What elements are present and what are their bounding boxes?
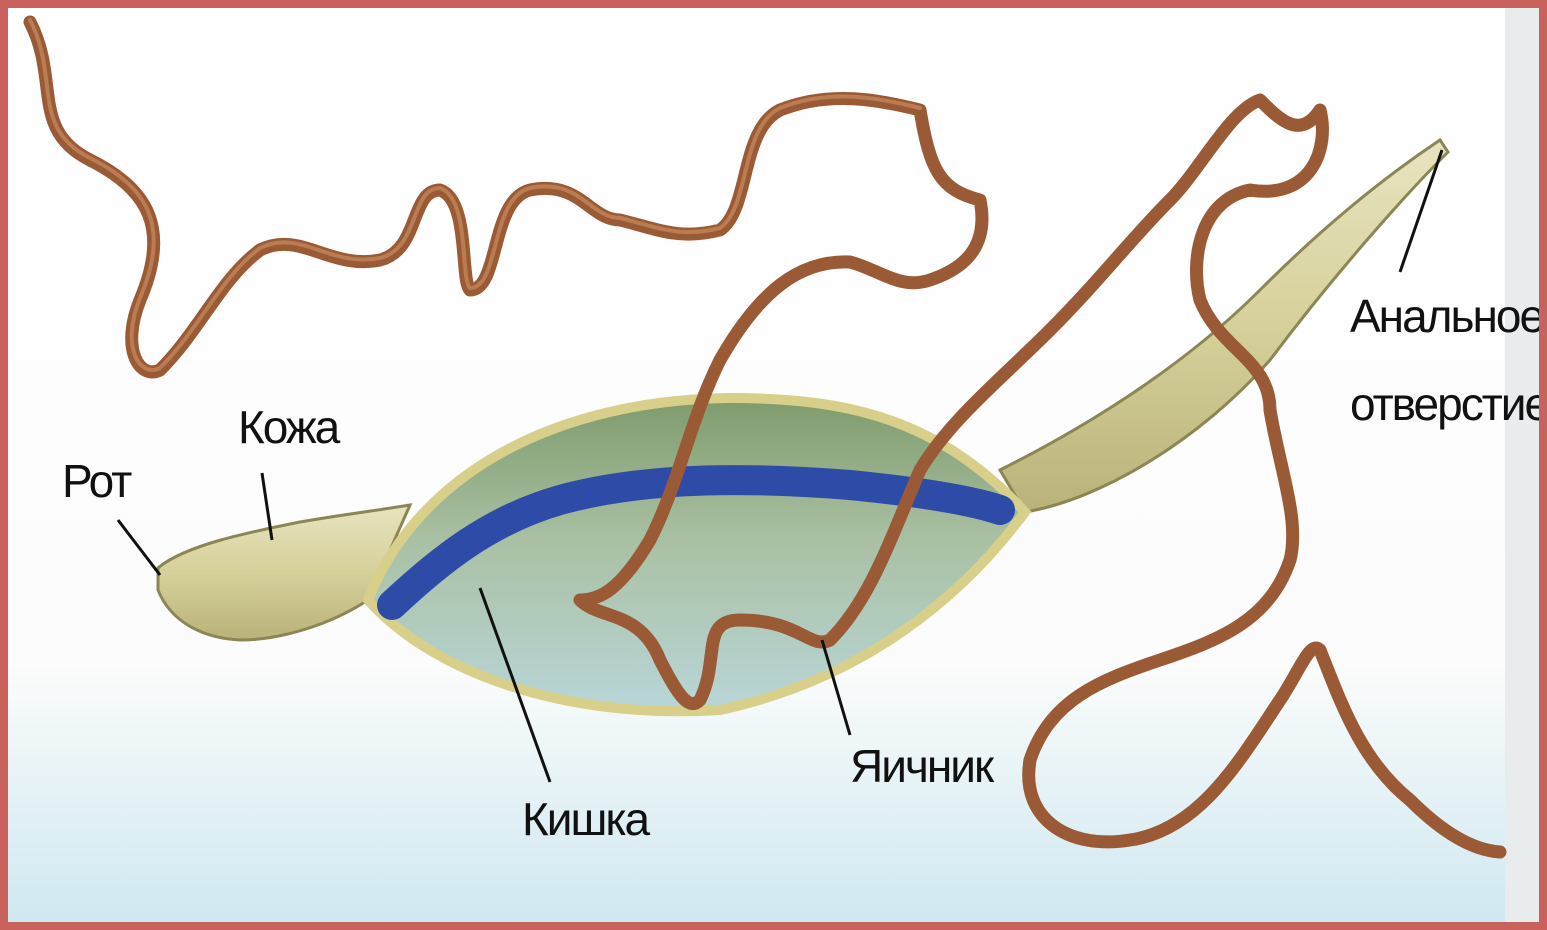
label-anus-line1: Анальное xyxy=(1350,290,1539,342)
right-edge-shade xyxy=(1505,8,1539,922)
roundworm-diagram: Рот Кожа Кишка Яичник Анальное отверстие xyxy=(8,8,1539,922)
label-skin: Кожа xyxy=(238,401,341,453)
label-intestine: Кишка xyxy=(522,793,651,845)
label-anus-line2: отверстие xyxy=(1350,378,1539,430)
diagram-frame: Рот Кожа Кишка Яичник Анальное отверстие xyxy=(8,8,1539,922)
label-mouth: Рот xyxy=(62,455,132,507)
label-ovary: Яичник xyxy=(850,740,995,792)
